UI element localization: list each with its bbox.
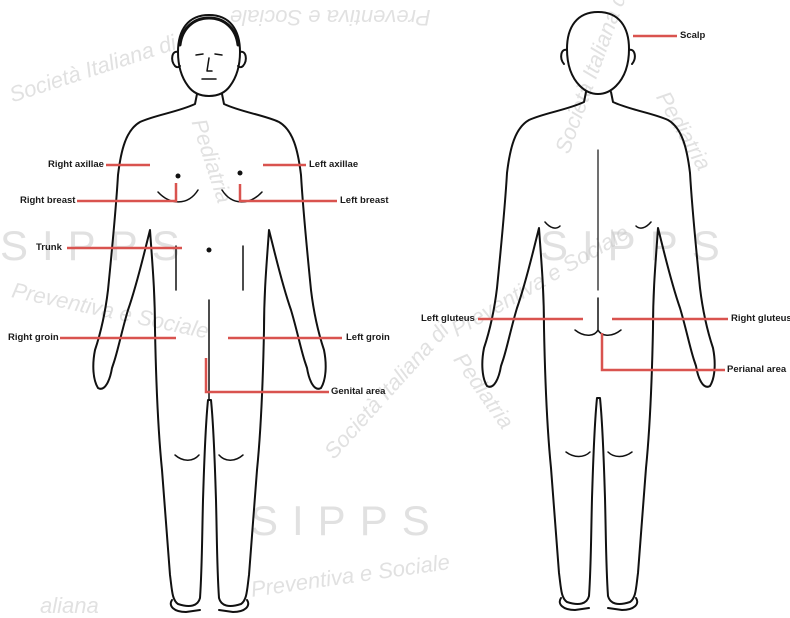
leader-lines — [60, 36, 728, 392]
label-left-groin: Left groin — [346, 333, 390, 343]
front-figure — [93, 15, 325, 612]
front-nipple-right — [176, 174, 181, 179]
label-genital-area: Genital area — [331, 387, 385, 397]
back-head — [567, 12, 629, 94]
label-left-breast: Left breast — [340, 196, 389, 206]
leader-genital-area — [206, 358, 329, 392]
label-scalp: Scalp — [680, 31, 705, 41]
leader-perianal-area — [602, 333, 725, 370]
label-left-axillae: Left axillae — [309, 160, 358, 170]
back-figure — [482, 12, 714, 610]
label-trunk: Trunk — [36, 243, 62, 253]
front-nipple-left — [238, 171, 243, 176]
label-perianal-area: Perianal area — [727, 365, 786, 375]
leader-right-breast — [77, 183, 176, 201]
front-navel — [207, 248, 212, 253]
label-right-gluteus: Right gluteus — [731, 314, 790, 324]
back-buttocks — [575, 298, 621, 335]
front-knees — [175, 455, 243, 460]
front-face — [196, 54, 222, 79]
label-right-breast: Right breast — [20, 196, 75, 206]
label-right-axillae: Right axillae — [48, 160, 104, 170]
label-left-gluteus: Left gluteus — [421, 314, 475, 324]
label-right-groin: Right groin — [8, 333, 59, 343]
front-abdomen — [176, 246, 243, 400]
back-knees — [566, 452, 632, 457]
